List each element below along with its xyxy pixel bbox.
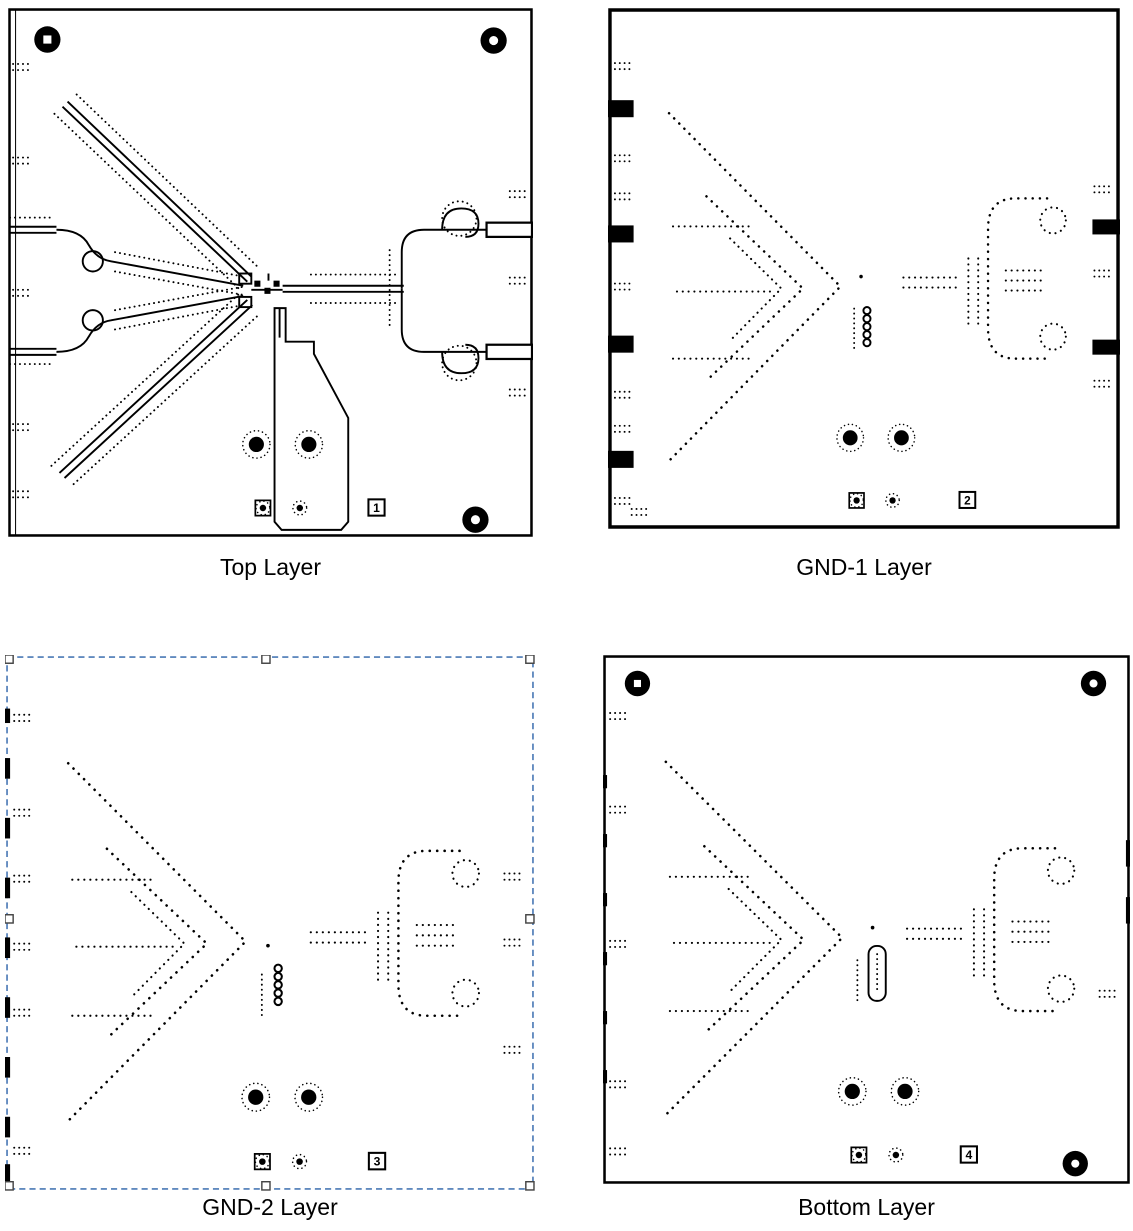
trace-network	[9, 93, 533, 486]
bottom-layer-artwork[interactable]: 4	[603, 655, 1130, 1184]
board-outline	[8, 8, 533, 537]
bias-vias-and-fiducial	[837, 1076, 920, 1164]
selection-handles[interactable]	[5, 655, 535, 1191]
caption-text: GND-2 Layer	[202, 1194, 338, 1220]
center-vias	[260, 943, 283, 1019]
gnd2-layer-artwork[interactable]: 3	[5, 655, 535, 1191]
selection-handle[interactable]	[525, 914, 535, 924]
caption-text: GND-1 Layer	[796, 554, 932, 580]
bias-vias-and-fiducial	[836, 423, 916, 509]
mounting-holes	[624, 670, 1107, 1177]
ground-plane-via-pattern	[66, 761, 481, 1123]
selection-handle[interactable]	[5, 655, 14, 664]
top-layer-artwork[interactable]: 1	[8, 8, 533, 537]
selection-handle[interactable]	[5, 1181, 14, 1191]
ground-plane-via-pattern	[664, 760, 1076, 1117]
caption-text: Bottom Layer	[798, 1194, 935, 1220]
caption-gnd2-layer: GND-2 Layer	[5, 1194, 535, 1221]
panel-gnd2-layer[interactable]: 3	[5, 655, 535, 1191]
layer-number-badge: 4	[959, 1145, 978, 1164]
edge-plating-bars	[603, 775, 1130, 1084]
selection-handle[interactable]	[525, 655, 535, 664]
bias-region-outline	[273, 307, 350, 531]
layer-number-badge: 1	[367, 498, 386, 517]
edge-via-clusters	[609, 712, 1117, 1156]
selection-handle[interactable]	[261, 655, 271, 664]
edge-via-clusters	[13, 713, 522, 1155]
rf-port-pad	[485, 221, 533, 239]
caption-text: Top Layer	[219, 554, 321, 580]
caption-bottom-layer: Bottom Layer	[603, 1194, 1130, 1221]
edge-plating-bars	[608, 100, 1120, 468]
board-outline	[603, 655, 1130, 1184]
bias-vias-and-fiducial	[241, 1082, 324, 1171]
selection-handle[interactable]	[5, 914, 14, 924]
panel-gnd1-layer[interactable]: 2	[608, 8, 1120, 529]
panel-top-layer[interactable]: 1	[8, 8, 533, 537]
center-vias	[853, 274, 872, 352]
selection-handle[interactable]	[261, 1181, 271, 1191]
edge-via-clusters	[12, 62, 527, 499]
board-outline	[608, 8, 1120, 529]
gnd1-layer-artwork[interactable]: 2	[608, 8, 1120, 529]
caption-gnd1-layer: GND-1 Layer	[608, 554, 1120, 581]
layer-number-badge: 2	[958, 490, 977, 509]
caption-top-layer: Top Layer	[8, 554, 533, 581]
layer-number: 2	[964, 493, 971, 507]
edge-plating-bars	[5, 708, 11, 1185]
mounting-holes	[34, 26, 507, 533]
layer-number: 4	[965, 1148, 972, 1162]
edge-via-clusters	[613, 62, 1112, 516]
device-pads	[238, 272, 283, 309]
selection-border	[6, 656, 534, 1190]
layer-number: 1	[373, 501, 380, 515]
layer-number: 3	[374, 1155, 381, 1169]
center-slot	[856, 925, 887, 1002]
bias-vias-and-fiducial	[241, 429, 324, 517]
ground-plane-via-pattern	[667, 111, 1068, 463]
layer-number-badge: 3	[367, 1151, 387, 1171]
rf-port-pad	[485, 343, 533, 361]
panel-bottom-layer[interactable]: 4	[603, 655, 1130, 1184]
selection-handle[interactable]	[525, 1181, 535, 1191]
